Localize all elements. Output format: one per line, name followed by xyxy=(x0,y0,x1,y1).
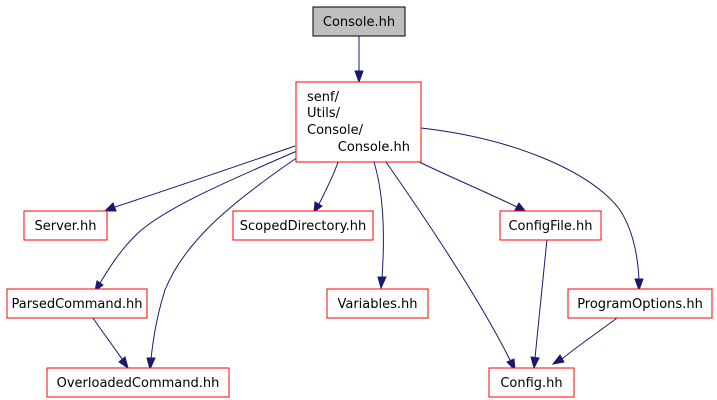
node-parsed-command-hh[interactable]: ParsedCommand.hh xyxy=(6,288,148,319)
edge-senf-console-to-overloaded-command xyxy=(146,156,299,371)
edge-senf-console-to-config xyxy=(385,161,516,372)
edge-senf-console-to-program-options xyxy=(420,127,644,292)
edge-senf-console-to-scoped-directory xyxy=(313,161,339,214)
edge-senf-console-to-variables xyxy=(373,161,387,290)
node-server-hh[interactable]: Server.hh xyxy=(23,210,108,241)
node-config-file-hh[interactable]: ConfigFile.hh xyxy=(499,210,602,241)
edges xyxy=(92,36,644,372)
node-scoped-directory-hh[interactable]: ScopedDirectory.hh xyxy=(232,210,374,241)
edge-console-to-senf-console xyxy=(354,36,364,84)
edge-parsed-command-to-overloaded-command xyxy=(92,317,129,370)
node-program-options-hh[interactable]: ProgramOptions.hh xyxy=(567,288,713,319)
node-config-hh[interactable]: Config.hh xyxy=(488,367,575,398)
node-console-hh[interactable]: Console.hh xyxy=(312,6,406,37)
edge-config-file-to-config xyxy=(530,238,548,370)
edge-senf-console-to-server xyxy=(103,145,296,212)
edge-program-options-to-config xyxy=(551,317,618,365)
node-overloaded-command-hh[interactable]: OverloadedCommand.hh xyxy=(46,367,230,398)
edge-senf-console-to-config-file xyxy=(414,159,528,213)
node-senf-utils-console-console-hh[interactable]: senf/ Utils/ Console/ Console.hh xyxy=(295,81,422,163)
node-variables-hh[interactable]: Variables.hh xyxy=(326,288,429,319)
